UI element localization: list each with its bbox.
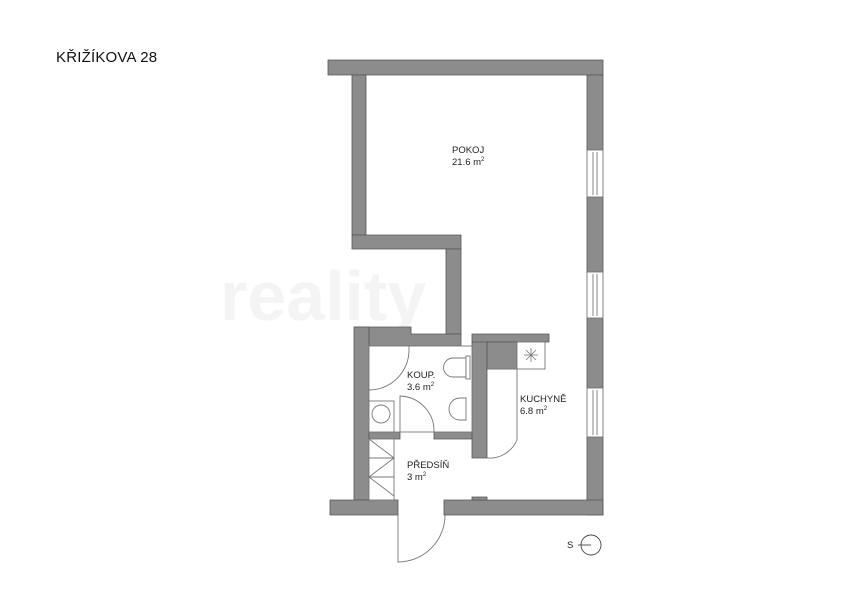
room-label-koupelna: KOUP. 3.6 m2 [407,370,435,393]
window-3 [586,387,604,438]
bathroom-fixtures [368,345,473,433]
svg-text:PŘEDSÍŇ: PŘEDSÍŇ [407,460,449,471]
svg-text:KOUP.: KOUP. [407,370,435,381]
svg-text:3 m2: 3 m2 [407,472,427,483]
kitchen-fixtures [486,341,546,459]
svg-text:S: S [567,540,573,551]
window-1 [586,149,604,198]
compass-icon: S [567,534,602,556]
sink-icon [448,397,467,421]
stove-icon [524,348,538,362]
washbasin-icon [371,404,391,424]
room-label-predsin: PŘEDSÍŇ 3 m2 [407,460,449,483]
svg-text:POKOJ: POKOJ [452,145,484,156]
svg-text:KUCHYNĚ: KUCHYNĚ [520,394,566,405]
hallway-fixtures [368,438,446,563]
room-label-pokoj: POKOJ 21.6 m2 [452,145,485,168]
windows [586,149,604,438]
svg-text:6.8 m2: 6.8 m2 [520,406,548,417]
watermark: reality [220,257,426,335]
entrance-door [397,514,446,563]
svg-text:3.6 m2: 3.6 m2 [407,382,435,393]
toilet-icon [443,357,467,378]
window-2 [586,271,604,319]
walls [327,59,604,516]
plan-title: KŘIŽÍKOVA 28 [56,49,158,66]
svg-text:21.6 m2: 21.6 m2 [452,157,485,168]
room-label-kuchyne: KUCHYNĚ 6.8 m2 [520,394,566,417]
